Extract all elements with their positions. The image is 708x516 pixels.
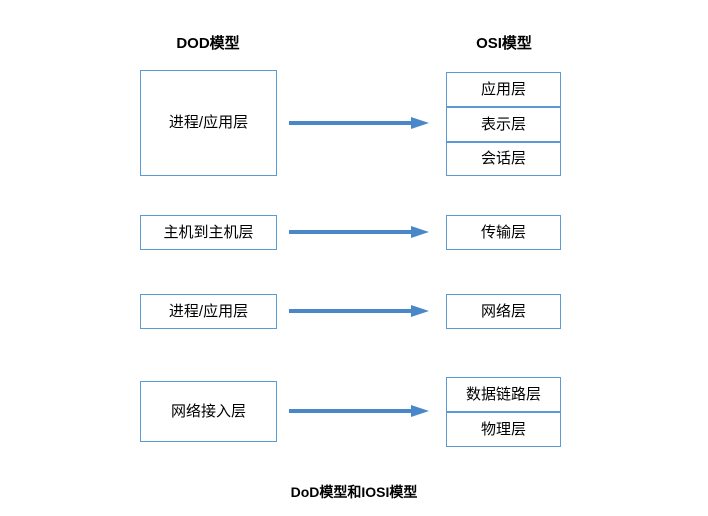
- osi-box-presentation: 表示层: [446, 107, 561, 142]
- osi-box-data-link: 数据链路层: [446, 377, 561, 412]
- osi-box-session: 会话层: [446, 142, 561, 176]
- dod-box-network-access: 网络接入层: [140, 381, 277, 442]
- dod-box-internet: 进程/应用层: [140, 294, 277, 329]
- osi-box-physical: 物理层: [446, 412, 561, 447]
- dod-box-process-application: 进程/应用层: [140, 70, 277, 176]
- osi-box-application: 应用层: [446, 72, 561, 107]
- dod-column-title: DOD模型: [176, 35, 240, 52]
- osi-box-transport: 传输层: [446, 215, 561, 250]
- osi-box-network: 网络层: [446, 294, 561, 329]
- arrow-link-icon: [289, 405, 429, 417]
- dod-box-host-to-host: 主机到主机层: [140, 215, 277, 250]
- arrow-network-icon: [289, 305, 429, 317]
- arrow-transport-icon: [289, 226, 429, 238]
- osi-column-title: OSI模型: [476, 35, 532, 52]
- arrow-application-icon: [289, 117, 429, 129]
- diagram-caption: DoD模型和IOSI模型: [290, 484, 418, 500]
